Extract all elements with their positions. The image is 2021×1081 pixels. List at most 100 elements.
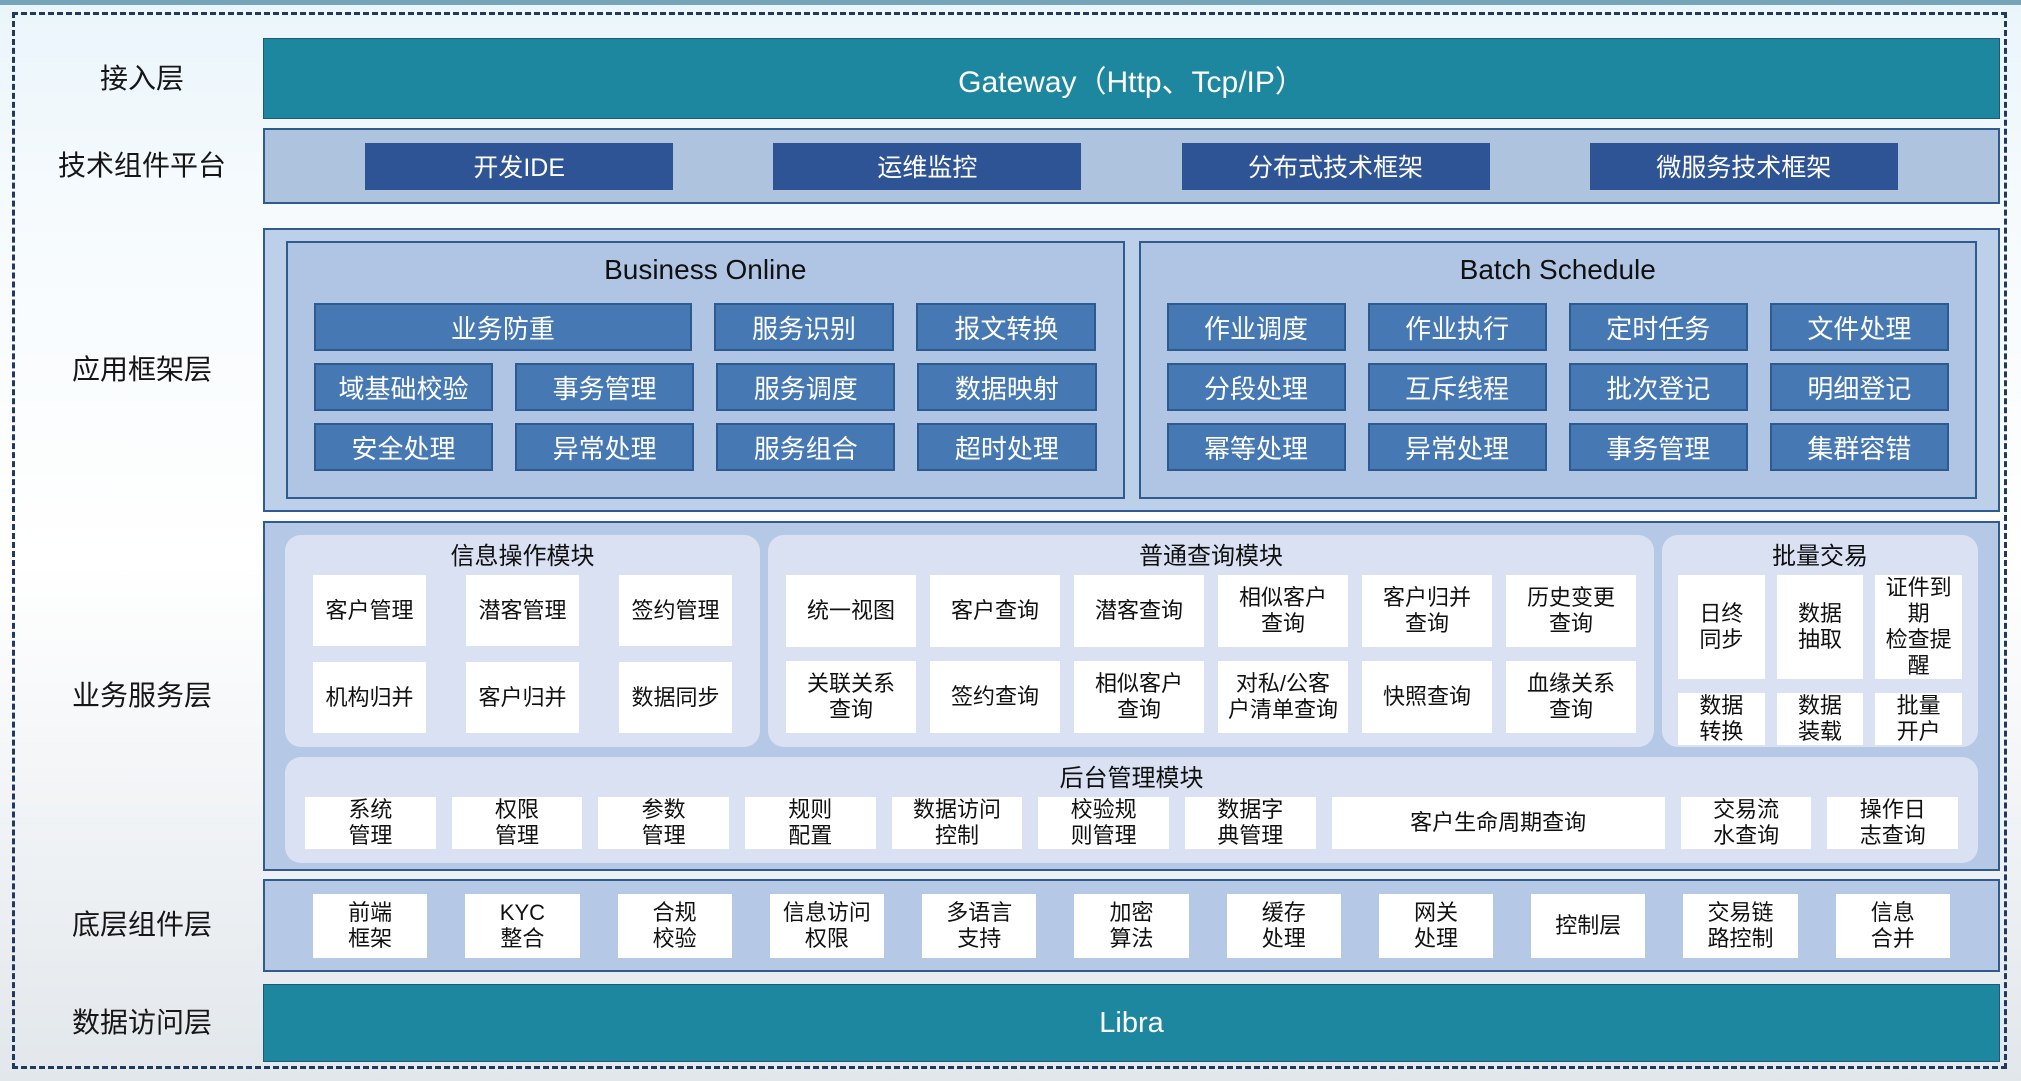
batch-schedule-button: 文件处理 [1769, 303, 1949, 351]
business-service-top-row: 信息操作模块 客户管理潜客管理签约管理机构归并客户归并数据同步 普通查询模块 统… [285, 535, 1978, 747]
gateway-bar: Gateway（Http、Tcp/IP） [263, 38, 2000, 119]
general-query-cell: 血缘关系 查询 [1506, 661, 1636, 733]
business-online-button: 数据映射 [917, 363, 1097, 411]
batch-schedule-button: 分段处理 [1166, 363, 1346, 411]
batch-schedule-button: 作业执行 [1367, 303, 1547, 351]
general-query-module: 普通查询模块 统一视图客户查询潜客查询相似客户 查询客户归并 查询历史变更 查询… [768, 535, 1654, 747]
business-online-button: 服务调度 [716, 363, 896, 411]
batch-schedule-button: 幂等处理 [1166, 423, 1346, 471]
tech-platform-button: 微服务技术框架 [1589, 142, 1898, 190]
admin-module: 后台管理模块 系统 管理权限 管理参数 管理规则 配置数据访问 控制校验规 则管… [285, 757, 1978, 863]
base-component-cell: 前端 框架 [313, 893, 428, 958]
batch-trade-module-title: 批量交易 [1772, 543, 1868, 570]
batch-schedule-title: Batch Schedule [1459, 254, 1656, 285]
base-component-cell: 控制层 [1531, 893, 1646, 958]
layer-label-business-service: 业务服务层 [71, 680, 212, 711]
layer-label-tech-platform: 技术组件平台 [57, 150, 226, 181]
base-component-cell: 多语言 支持 [922, 893, 1037, 958]
layer-label-access: 接入层 [99, 63, 184, 94]
admin-module-cell: 数据字 典管理 [1184, 797, 1316, 849]
general-query-cell: 签约查询 [930, 661, 1060, 733]
info-operation-cell: 签约管理 [619, 575, 732, 646]
admin-module-cell: 参数 管理 [598, 797, 729, 849]
general-query-cell: 潜客查询 [1074, 575, 1204, 647]
admin-module-cell: 数据访问 控制 [891, 797, 1023, 849]
batch-schedule-button: 明细登记 [1769, 363, 1949, 411]
batch-schedule-button: 集群容错 [1769, 423, 1949, 471]
business-online-row-1: 业务防重服务识别报文转换 [314, 303, 1097, 351]
general-query-cell: 对私/公客 户清单查询 [1218, 661, 1348, 733]
info-operation-grid: 客户管理潜客管理签约管理机构归并客户归并数据同步 [301, 575, 744, 733]
base-component-band: 前端 框架 KYC 整合合规 校验信息访问 权限多语言 支持加密 算法缓存 处理网… [263, 879, 2000, 972]
batch-schedule-button: 定时任务 [1568, 303, 1748, 351]
general-query-cell: 相似客户 查询 [1074, 661, 1204, 733]
info-operation-cell: 客户管理 [313, 575, 426, 646]
business-online-row-2: 域基础校验事务管理服务调度数据映射 [314, 363, 1097, 411]
business-online-button: 事务管理 [515, 363, 695, 411]
layer-label-app-framework: 应用框架层 [71, 354, 212, 385]
layer-label-data-access: 数据访问层 [71, 1007, 212, 1038]
layer-label-base-component: 底层组件层 [71, 909, 212, 940]
batch-schedule-row-2: 分段处理互斥线程批次登记明细登记 [1166, 363, 1949, 411]
base-component-cell: 加密 算法 [1074, 893, 1189, 958]
business-online-button: 域基础校验 [314, 363, 494, 411]
batch-trade-cell: 数据 抽取 [1776, 575, 1864, 679]
base-component-cell: 缓存 处理 [1226, 893, 1341, 958]
batch-trade-grid: 日终 同步数据 抽取证件到期 检查提醒数据 转换数据 装载批量 开户 [1678, 575, 1962, 745]
app-framework-band: Business Online 业务防重服务识别报文转换 域基础校验事务管理服务… [263, 228, 2000, 512]
base-component-cell: 网关 处理 [1378, 893, 1494, 958]
general-query-cell: 快照查询 [1362, 661, 1492, 733]
info-operation-cell: 数据同步 [619, 662, 732, 733]
admin-module-cell: 系统 管理 [305, 797, 436, 849]
general-query-cell: 历史变更 查询 [1506, 575, 1636, 647]
admin-module-row: 系统 管理权限 管理参数 管理规则 配置数据访问 控制校验规 则管理数据字 典管… [301, 797, 1962, 849]
batch-schedule-row-1: 作业调度作业执行定时任务文件处理 [1166, 303, 1949, 351]
batch-schedule-button: 事务管理 [1568, 423, 1748, 471]
batch-schedule-row-3: 幂等处理异常处理事务管理集群容错 [1166, 423, 1949, 471]
base-component-cell: KYC 整合 [465, 893, 580, 958]
business-service-band: 信息操作模块 客户管理潜客管理签约管理机构归并客户归并数据同步 普通查询模块 统… [263, 521, 2000, 871]
admin-module-cell: 校验规 则管理 [1038, 797, 1169, 849]
batch-schedule-box: Batch Schedule 作业调度作业执行定时任务文件处理 分段处理互斥线程… [1138, 241, 1977, 499]
admin-module-cell: 客户生命周期查询 [1331, 797, 1665, 849]
batch-schedule-button: 异常处理 [1367, 423, 1547, 471]
batch-schedule-button: 批次登记 [1568, 363, 1748, 411]
info-operation-module: 信息操作模块 客户管理潜客管理签约管理机构归并客户归并数据同步 [285, 535, 760, 747]
libra-bar: Libra [263, 984, 2000, 1062]
base-component-cell: 信息 合并 [1835, 893, 1950, 958]
tech-platform-button: 运维监控 [773, 142, 1082, 190]
general-query-cell: 客户归并 查询 [1362, 575, 1492, 647]
batch-trade-cell: 证件到期 检查提醒 [1875, 575, 1962, 679]
business-online-button: 业务防重 [314, 303, 692, 351]
base-component-cell: 交易链 路控制 [1683, 893, 1798, 958]
admin-module-cell: 操作日 志查询 [1827, 797, 1959, 849]
business-online-box: Business Online 业务防重服务识别报文转换 域基础校验事务管理服务… [286, 241, 1125, 499]
libra-bar-text: Libra [1099, 1006, 1164, 1039]
business-online-row-3: 安全处理异常处理服务组合超时处理 [314, 423, 1097, 471]
general-query-module-title: 普通查询模块 [1139, 543, 1283, 570]
admin-module-title: 后台管理模块 [1059, 765, 1204, 792]
business-online-button: 超时处理 [917, 423, 1097, 471]
batch-trade-cell: 数据 装载 [1776, 692, 1864, 745]
base-component-cell: 信息访问 权限 [769, 893, 885, 958]
tech-platform-button: 分布式技术框架 [1181, 142, 1490, 190]
admin-module-cell: 权限 管理 [451, 797, 583, 849]
info-operation-cell: 机构归并 [313, 662, 426, 733]
general-query-cell: 统一视图 [786, 575, 916, 647]
general-query-cell: 相似客户 查询 [1218, 575, 1348, 647]
general-query-grid: 统一视图客户查询潜客查询相似客户 查询客户归并 查询历史变更 查询关联关系 查询… [784, 575, 1638, 733]
top-edge-strip [0, 0, 2021, 5]
general-query-cell: 关联关系 查询 [786, 661, 916, 733]
general-query-cell: 客户查询 [930, 575, 1060, 647]
business-online-button: 服务组合 [716, 423, 896, 471]
business-online-title: Business Online [604, 254, 807, 285]
batch-trade-cell: 日终 同步 [1678, 575, 1765, 679]
admin-module-cell: 规则 配置 [744, 797, 876, 849]
base-component-cell: 合规 校验 [617, 893, 732, 958]
batch-schedule-button: 作业调度 [1166, 303, 1346, 351]
business-online-button: 服务识别 [713, 303, 895, 351]
info-operation-cell: 客户归并 [466, 662, 579, 733]
business-online-button: 报文转换 [916, 303, 1097, 351]
